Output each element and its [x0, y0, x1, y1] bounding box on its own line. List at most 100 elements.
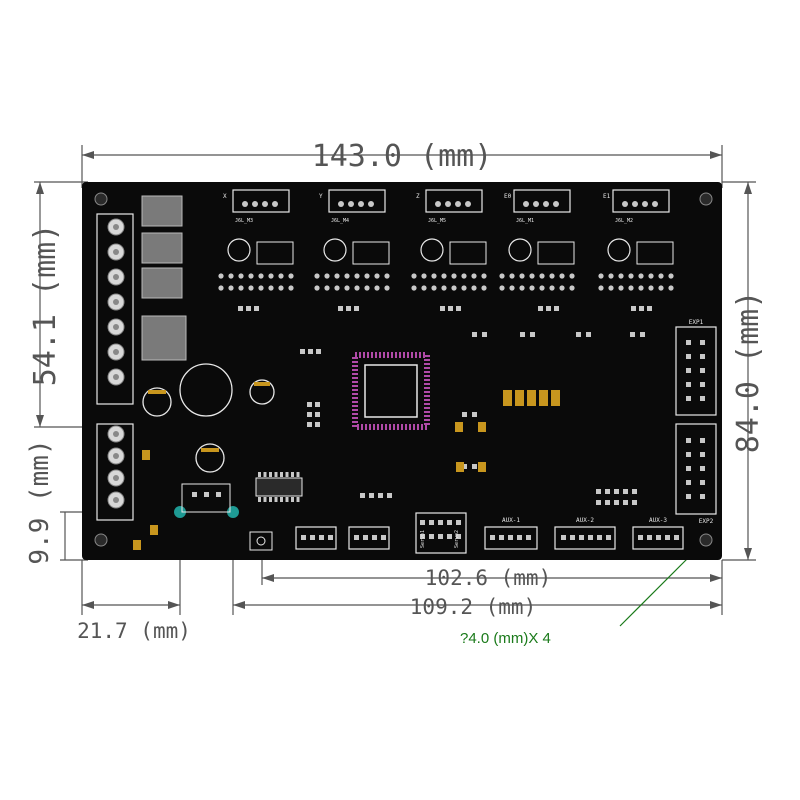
exp1-label: EXP1 — [689, 319, 704, 326]
socket-pin — [451, 285, 457, 291]
header-pin — [465, 201, 471, 207]
pad — [346, 306, 351, 311]
exp-pin — [686, 494, 691, 499]
exp-pin — [700, 480, 705, 485]
pad — [605, 500, 610, 505]
exp-pin — [700, 340, 705, 345]
potentiometer-icon — [323, 238, 347, 262]
jumper-block — [636, 241, 674, 265]
chip-pin — [296, 472, 300, 477]
header-pin — [445, 201, 451, 207]
exp-pin — [700, 466, 705, 471]
pad — [462, 412, 467, 417]
aux3-label: AUX-3 — [649, 517, 667, 524]
header-pin — [622, 201, 628, 207]
axis-label: Z — [416, 193, 420, 200]
bottom-left-height-dimension-label: 9.9 (mm) — [25, 439, 55, 564]
pad — [354, 535, 359, 540]
socket-pin — [344, 285, 350, 291]
driver-header-box — [232, 189, 290, 213]
exp-pin — [686, 368, 691, 373]
pad — [456, 520, 461, 525]
dimension-lines — [34, 145, 756, 627]
socket-pin — [364, 285, 370, 291]
pad — [674, 535, 679, 540]
header-pin — [652, 201, 658, 207]
pad — [482, 332, 487, 337]
header-pin — [338, 201, 344, 207]
socket-pin — [278, 273, 284, 279]
pad — [520, 332, 525, 337]
pad — [307, 402, 312, 407]
driver-label: J6L_M5 — [428, 218, 446, 224]
inner-span-dimension-label: 109.2 (mm) — [410, 595, 536, 619]
pad — [561, 535, 566, 540]
exp-pin — [700, 438, 705, 443]
pad — [526, 535, 531, 540]
driver-header-box — [425, 189, 483, 213]
pad — [508, 535, 513, 540]
header-pin — [523, 201, 529, 207]
potentiometer-icon — [227, 238, 251, 262]
socket-pin — [569, 273, 575, 279]
aux-headers — [295, 512, 684, 554]
socket-pin — [598, 273, 604, 279]
pad — [448, 306, 453, 311]
pad — [369, 493, 374, 498]
socket-pin — [668, 273, 674, 279]
pad — [360, 493, 365, 498]
socket-pin — [344, 273, 350, 279]
exp-pin — [686, 382, 691, 387]
pad — [586, 332, 591, 337]
pad — [447, 534, 452, 539]
chip-pin — [263, 497, 267, 502]
socket-pin — [228, 285, 234, 291]
pad — [378, 493, 383, 498]
capacitor-fill — [148, 382, 270, 452]
socket-pin — [248, 285, 254, 291]
socket-pin — [481, 285, 487, 291]
chip-pin — [263, 472, 267, 477]
pad — [632, 500, 637, 505]
socket-pin — [288, 273, 294, 279]
socket-pin — [218, 285, 224, 291]
socket-pin — [559, 273, 565, 279]
resistor-network — [503, 390, 560, 406]
pad — [387, 493, 392, 498]
potentiometer-icon — [607, 238, 631, 262]
pad — [338, 306, 343, 311]
socket-pin — [431, 273, 437, 279]
smd-component — [150, 525, 158, 535]
header-pin — [642, 201, 648, 207]
socket-pin — [238, 285, 244, 291]
pad — [517, 535, 522, 540]
socket-pin — [218, 273, 224, 279]
pad — [300, 349, 305, 354]
chip-pin — [280, 472, 283, 477]
socket-pin — [421, 285, 427, 291]
mcu-chip — [352, 352, 430, 430]
socket-pin — [638, 285, 644, 291]
socket-pin — [519, 285, 525, 291]
socket-pin — [539, 285, 545, 291]
socket-pin — [569, 285, 575, 291]
smd-component — [142, 450, 150, 460]
soic-chip — [255, 477, 303, 497]
pad — [307, 422, 312, 427]
potentiometer-icon — [508, 238, 532, 262]
socket-pin — [549, 285, 555, 291]
header-pin — [435, 201, 441, 207]
pcb-board: EXP1 EXP2 AUX-1 AUX-2 AUX-3 — [82, 182, 722, 560]
pad — [315, 412, 320, 417]
pad — [462, 464, 467, 469]
pad — [381, 535, 386, 540]
socket-pin — [461, 285, 467, 291]
capacitors — [142, 363, 275, 473]
driver-label: J6L_M1 — [516, 218, 534, 224]
socket-pin — [411, 285, 417, 291]
exp-pin — [686, 438, 691, 443]
pad — [538, 306, 543, 311]
pad — [490, 535, 495, 540]
